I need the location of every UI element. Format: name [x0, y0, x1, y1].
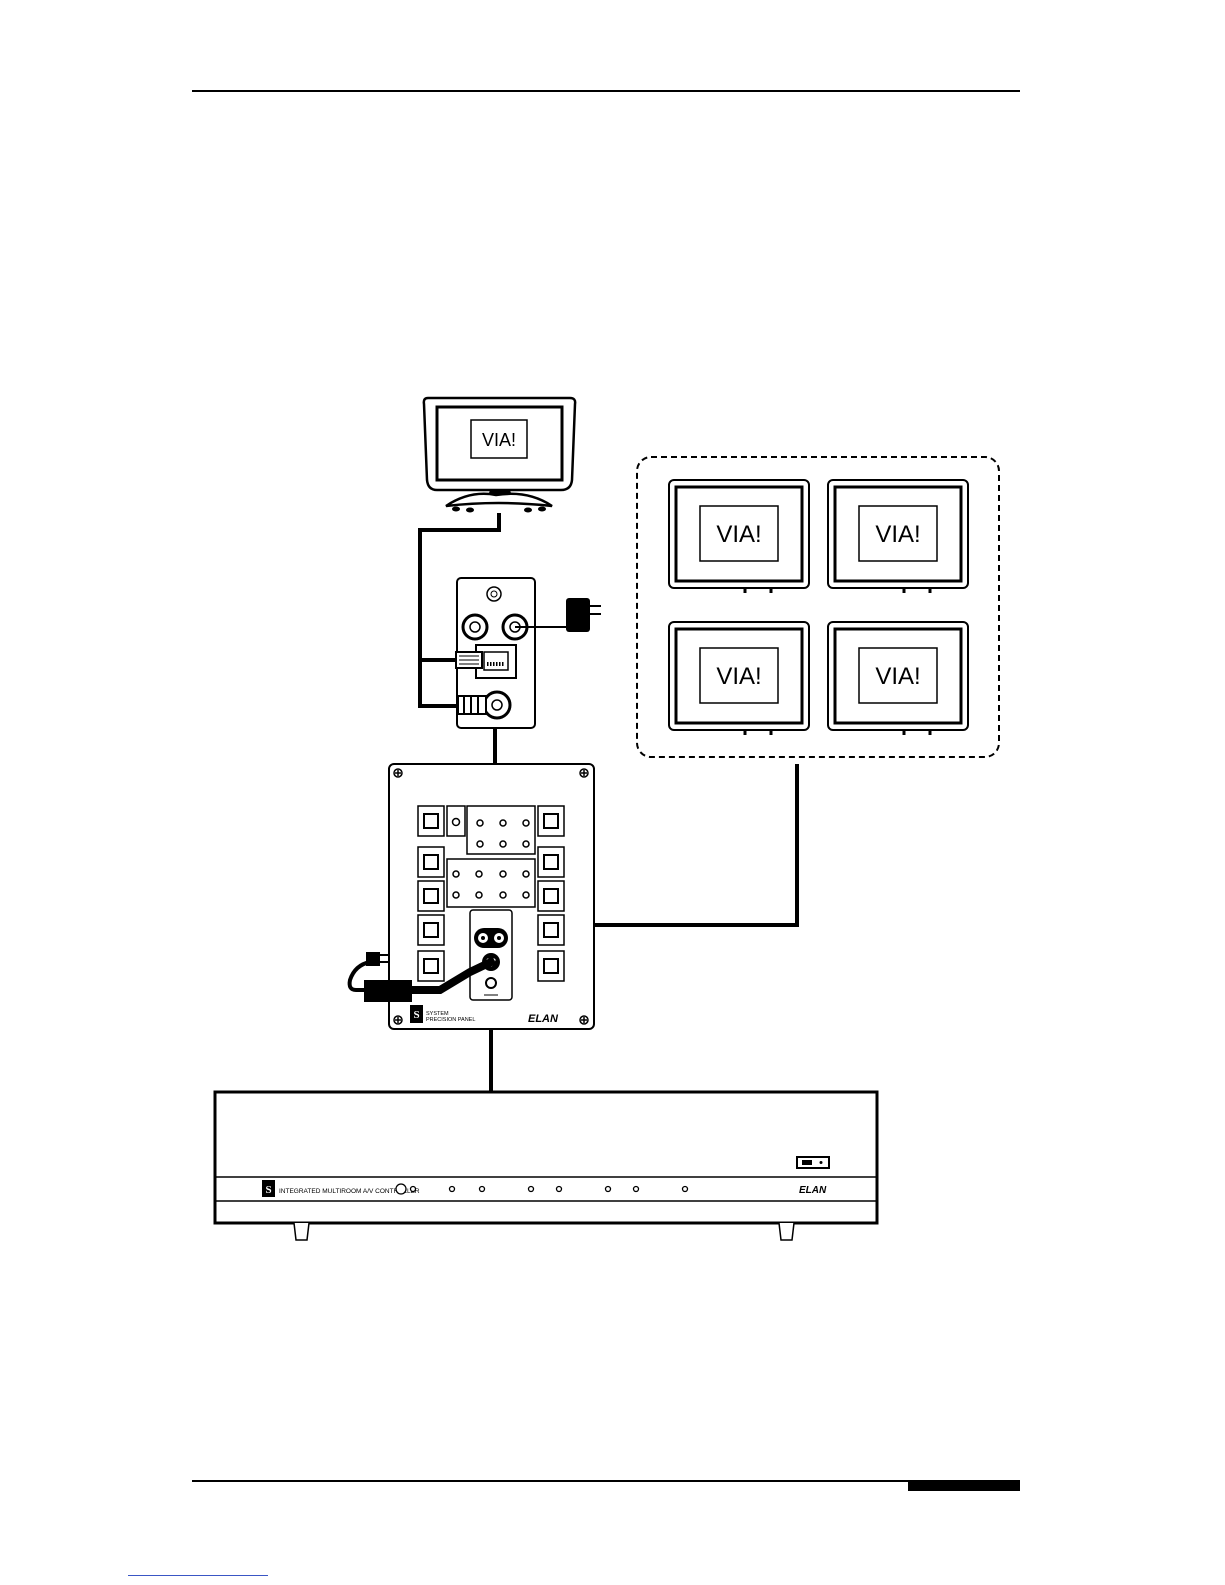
desktop-touchscreen: VIA!: [424, 398, 575, 513]
wall-panel-2-logo: VIA!: [875, 521, 920, 548]
precision-panel-brand: ELAN: [528, 1013, 559, 1025]
bottom-link-underline: [128, 1575, 268, 1576]
wall-panel-3-logo: VIA!: [716, 663, 761, 690]
wall-panels-cable: [594, 764, 797, 925]
wall-touch-panel-group: VIA! VIA! VIA! VIA!: [637, 457, 999, 757]
wall-panel-1-logo: VIA!: [716, 521, 761, 548]
touchscreen-via-logo: VIA!: [482, 430, 516, 450]
controller-brand: ELAN: [799, 1185, 827, 1196]
wall-touch-panel-1: VIA!: [669, 480, 809, 593]
av-controller: S INTEGRATED MULTIROOM A/V CONTROLLER EL…: [215, 1092, 877, 1240]
footer-tab: [908, 1482, 1020, 1491]
svg-text:S: S: [265, 1184, 271, 1196]
wall-touch-panel-3: VIA!: [669, 622, 809, 735]
touchscreen-wall-plate: [456, 578, 535, 728]
wall-touch-panel-2: VIA!: [828, 480, 968, 593]
precision-panel-label-2: PRECISION PANEL: [426, 1017, 475, 1023]
svg-text:S: S: [413, 1009, 419, 1021]
wall-touch-panel-4: VIA!: [828, 622, 968, 735]
wall-panel-4-logo: VIA!: [875, 663, 920, 690]
